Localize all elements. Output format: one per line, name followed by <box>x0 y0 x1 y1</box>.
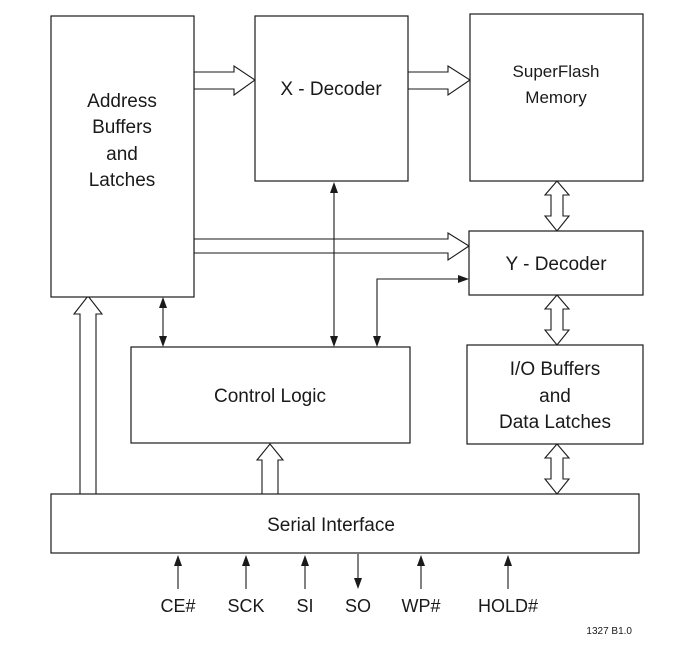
address-buffers-line-1: Address <box>87 91 157 112</box>
x-decoder-block: X - Decoder <box>254 15 409 182</box>
pin-sck-arrowhead <box>242 555 250 566</box>
arrowhead-address-control-down <box>159 336 167 347</box>
pin-sck: SCK <box>227 555 265 616</box>
pin-si-label: SI <box>296 596 313 616</box>
pin-wp-arrowhead <box>417 555 425 566</box>
pin-sck-label: SCK <box>227 596 264 616</box>
arrowhead-xdecoder-control-down <box>330 336 338 347</box>
io-buffers-line-3: Data Latches <box>499 412 611 433</box>
bus-arrow-serial-to-control <box>255 443 285 495</box>
control-logic-block: Control Logic <box>130 346 411 444</box>
pin-ce-label: CE# <box>160 596 195 616</box>
io-buffers-line-2: and <box>539 386 571 407</box>
pin-hold-label: HOLD# <box>478 596 538 616</box>
bus-arrow-serial-to-address <box>72 295 104 495</box>
control-logic-label: Control Logic <box>214 386 326 407</box>
io-buffers-line-1: I/O Buffers <box>510 359 600 380</box>
pin-so-label: SO <box>345 596 371 616</box>
bus-arrow-xdecoder-to-memory <box>407 64 471 97</box>
superflash-memory-line-2: Memory <box>525 88 587 107</box>
y-decoder-block: Y - Decoder <box>468 230 644 296</box>
arrowhead-control-ydecoder-down <box>373 336 381 347</box>
arrowhead-control-ydecoder-right <box>458 275 469 283</box>
x-decoder-label: X - Decoder <box>280 79 382 100</box>
pin-ce: CE# <box>160 555 196 616</box>
pin-hold: HOLD# <box>478 555 538 616</box>
arrowhead-xdecoder-control-up <box>330 182 338 193</box>
io-buffers-block: I/O Buffers and Data Latches <box>466 344 644 445</box>
superflash-memory-line-1: SuperFlash <box>513 62 600 81</box>
serial-interface-block: Serial Interface <box>50 493 640 554</box>
address-buffers-line-4: Latches <box>89 170 156 191</box>
pin-wp-label: WP# <box>401 596 440 616</box>
bus-arrow-address-to-xdecoder <box>193 64 256 97</box>
line-control-ydecoder <box>376 278 458 336</box>
pin-hold-arrowhead <box>504 555 512 566</box>
bus-arrow-memory-ydecoder <box>543 180 571 232</box>
bus-arrow-io-serial <box>543 443 571 495</box>
bus-arrow-ydecoder-io <box>543 294 571 346</box>
address-buffers-line-3: and <box>106 144 138 165</box>
address-buffers-line-2: Buffers <box>92 117 152 138</box>
pin-so: SO <box>345 554 371 616</box>
pin-so-arrowhead <box>354 578 362 589</box>
superflash-memory-block: SuperFlash Memory <box>469 13 644 182</box>
pin-si-arrowhead <box>301 555 309 566</box>
y-decoder-label: Y - Decoder <box>505 254 607 275</box>
address-buffers-block: Address Buffers and Latches <box>50 15 195 298</box>
figure-id: 1327 B1.0 <box>586 626 632 637</box>
serial-interface-label: Serial Interface <box>267 515 395 536</box>
pin-si: SI <box>296 555 314 616</box>
pin-ce-arrowhead <box>174 555 182 566</box>
bus-arrow-address-to-ydecoder <box>193 232 471 262</box>
arrowhead-address-control-up <box>159 297 167 308</box>
pin-wp: WP# <box>401 555 441 616</box>
